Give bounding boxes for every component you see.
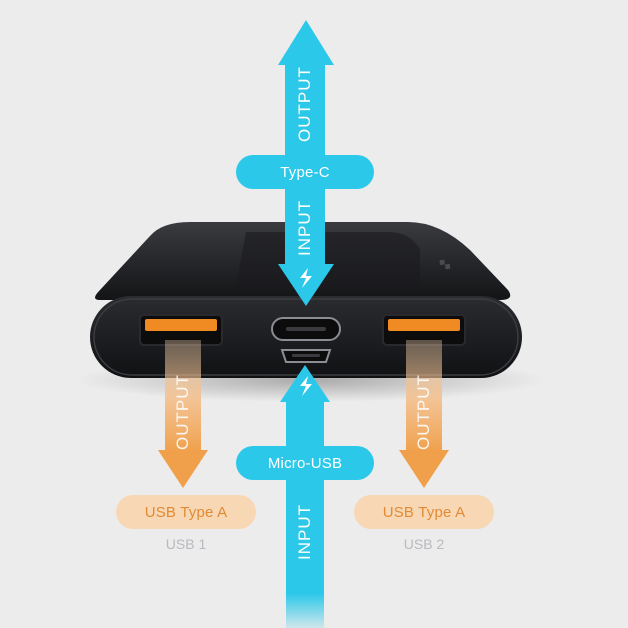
usb-a-port-right bbox=[382, 314, 466, 346]
type-c-input-text: INPUT bbox=[295, 200, 314, 256]
usb-a-left-output-text: OUTPUT bbox=[173, 374, 192, 450]
powerbank-top-recess bbox=[235, 232, 420, 290]
usb-a-left-label: USB Type A bbox=[116, 495, 256, 529]
lightning-bolt-icon bbox=[300, 376, 312, 396]
lightning-bolt-icon bbox=[300, 268, 312, 288]
usb-a-right-sub-label: USB 2 bbox=[403, 536, 445, 552]
micro-usb-arrow bbox=[280, 365, 330, 628]
micro-usb-label: Micro-USB bbox=[236, 446, 374, 480]
micro-usb-input-text: INPUT bbox=[295, 504, 314, 560]
usb-a-right-label: USB Type A bbox=[354, 495, 494, 529]
usb-a-right-output-arrow bbox=[399, 340, 449, 488]
usb-a-right-arrowhead bbox=[399, 450, 449, 488]
usb-a-left-arrowhead bbox=[158, 450, 208, 488]
usb-a-right-output-text: OUTPUT bbox=[414, 374, 433, 450]
type-c-input-arrowhead bbox=[278, 264, 334, 306]
type-c-label: Type-C bbox=[236, 155, 374, 189]
micro-usb-port bbox=[280, 349, 332, 363]
type-c-output-text: OUTPUT bbox=[295, 66, 314, 142]
type-c-output-arrowhead bbox=[278, 20, 334, 65]
usb-a-left-output-arrow bbox=[158, 340, 208, 488]
usb-c-port bbox=[271, 317, 341, 341]
usb-a-left-sub-label: USB 1 bbox=[165, 536, 207, 552]
